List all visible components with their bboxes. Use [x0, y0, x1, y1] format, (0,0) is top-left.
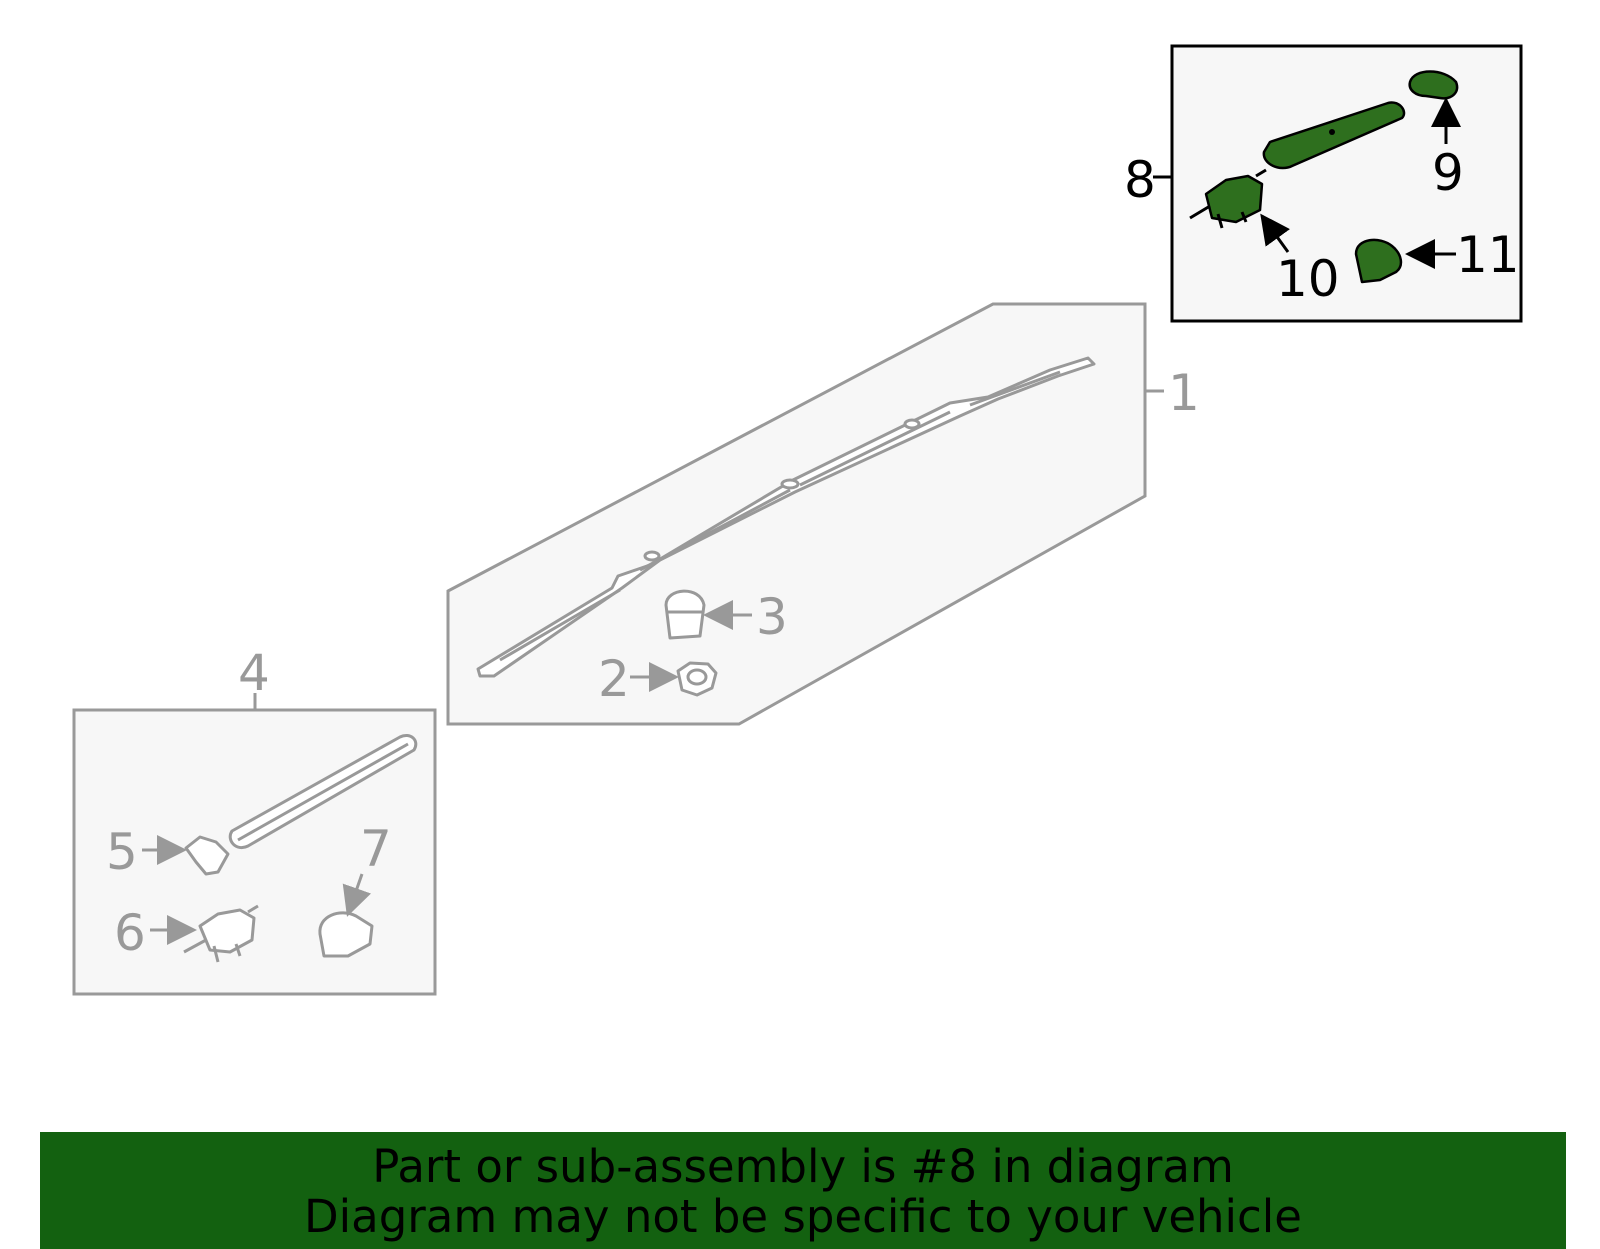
callout-7[interactable]: 7	[360, 820, 392, 878]
callout-3[interactable]: 3	[756, 588, 788, 646]
callout-5[interactable]: 5	[106, 823, 138, 881]
roof-rail-part[interactable]	[476, 356, 1096, 678]
callout-9[interactable]: 9	[1432, 144, 1464, 202]
callout-2[interactable]: 2	[598, 650, 630, 708]
end-cap-part-9[interactable]	[1408, 70, 1459, 100]
notice-line-2: Diagram may not be specific to your vehi…	[304, 1190, 1302, 1243]
roof-rail-panel	[446, 302, 1147, 726]
callout-1[interactable]: 1	[1168, 364, 1200, 422]
notice-line-1: Part or sub-assembly is #8 in diagram	[372, 1140, 1234, 1193]
notice-banner: Part or sub-assembly is #8 in diagram Di…	[40, 1132, 1566, 1249]
bracket-part[interactable]	[183, 904, 259, 963]
bracket-part-10[interactable]	[1189, 168, 1267, 229]
crossbar-kit-group[interactable]: 4 5 6 7	[72, 644, 437, 996]
roof-rail-group[interactable]: 3 2 1	[446, 302, 1200, 726]
callout-4[interactable]: 4	[238, 644, 270, 702]
cover-part[interactable]	[1262, 101, 1406, 170]
highlighted-assembly-group[interactable]: 8 9 10 11	[1124, 44, 1523, 323]
nut-part[interactable]	[676, 661, 718, 697]
foot-cover-part-11[interactable]	[1354, 238, 1403, 284]
callout-11[interactable]: 11	[1456, 226, 1520, 284]
plug-part[interactable]	[664, 589, 706, 640]
callout-8[interactable]: 8	[1124, 151, 1156, 209]
callout-6[interactable]: 6	[114, 904, 146, 962]
end-cap-part[interactable]	[184, 835, 230, 876]
callout-10[interactable]: 10	[1276, 250, 1340, 308]
